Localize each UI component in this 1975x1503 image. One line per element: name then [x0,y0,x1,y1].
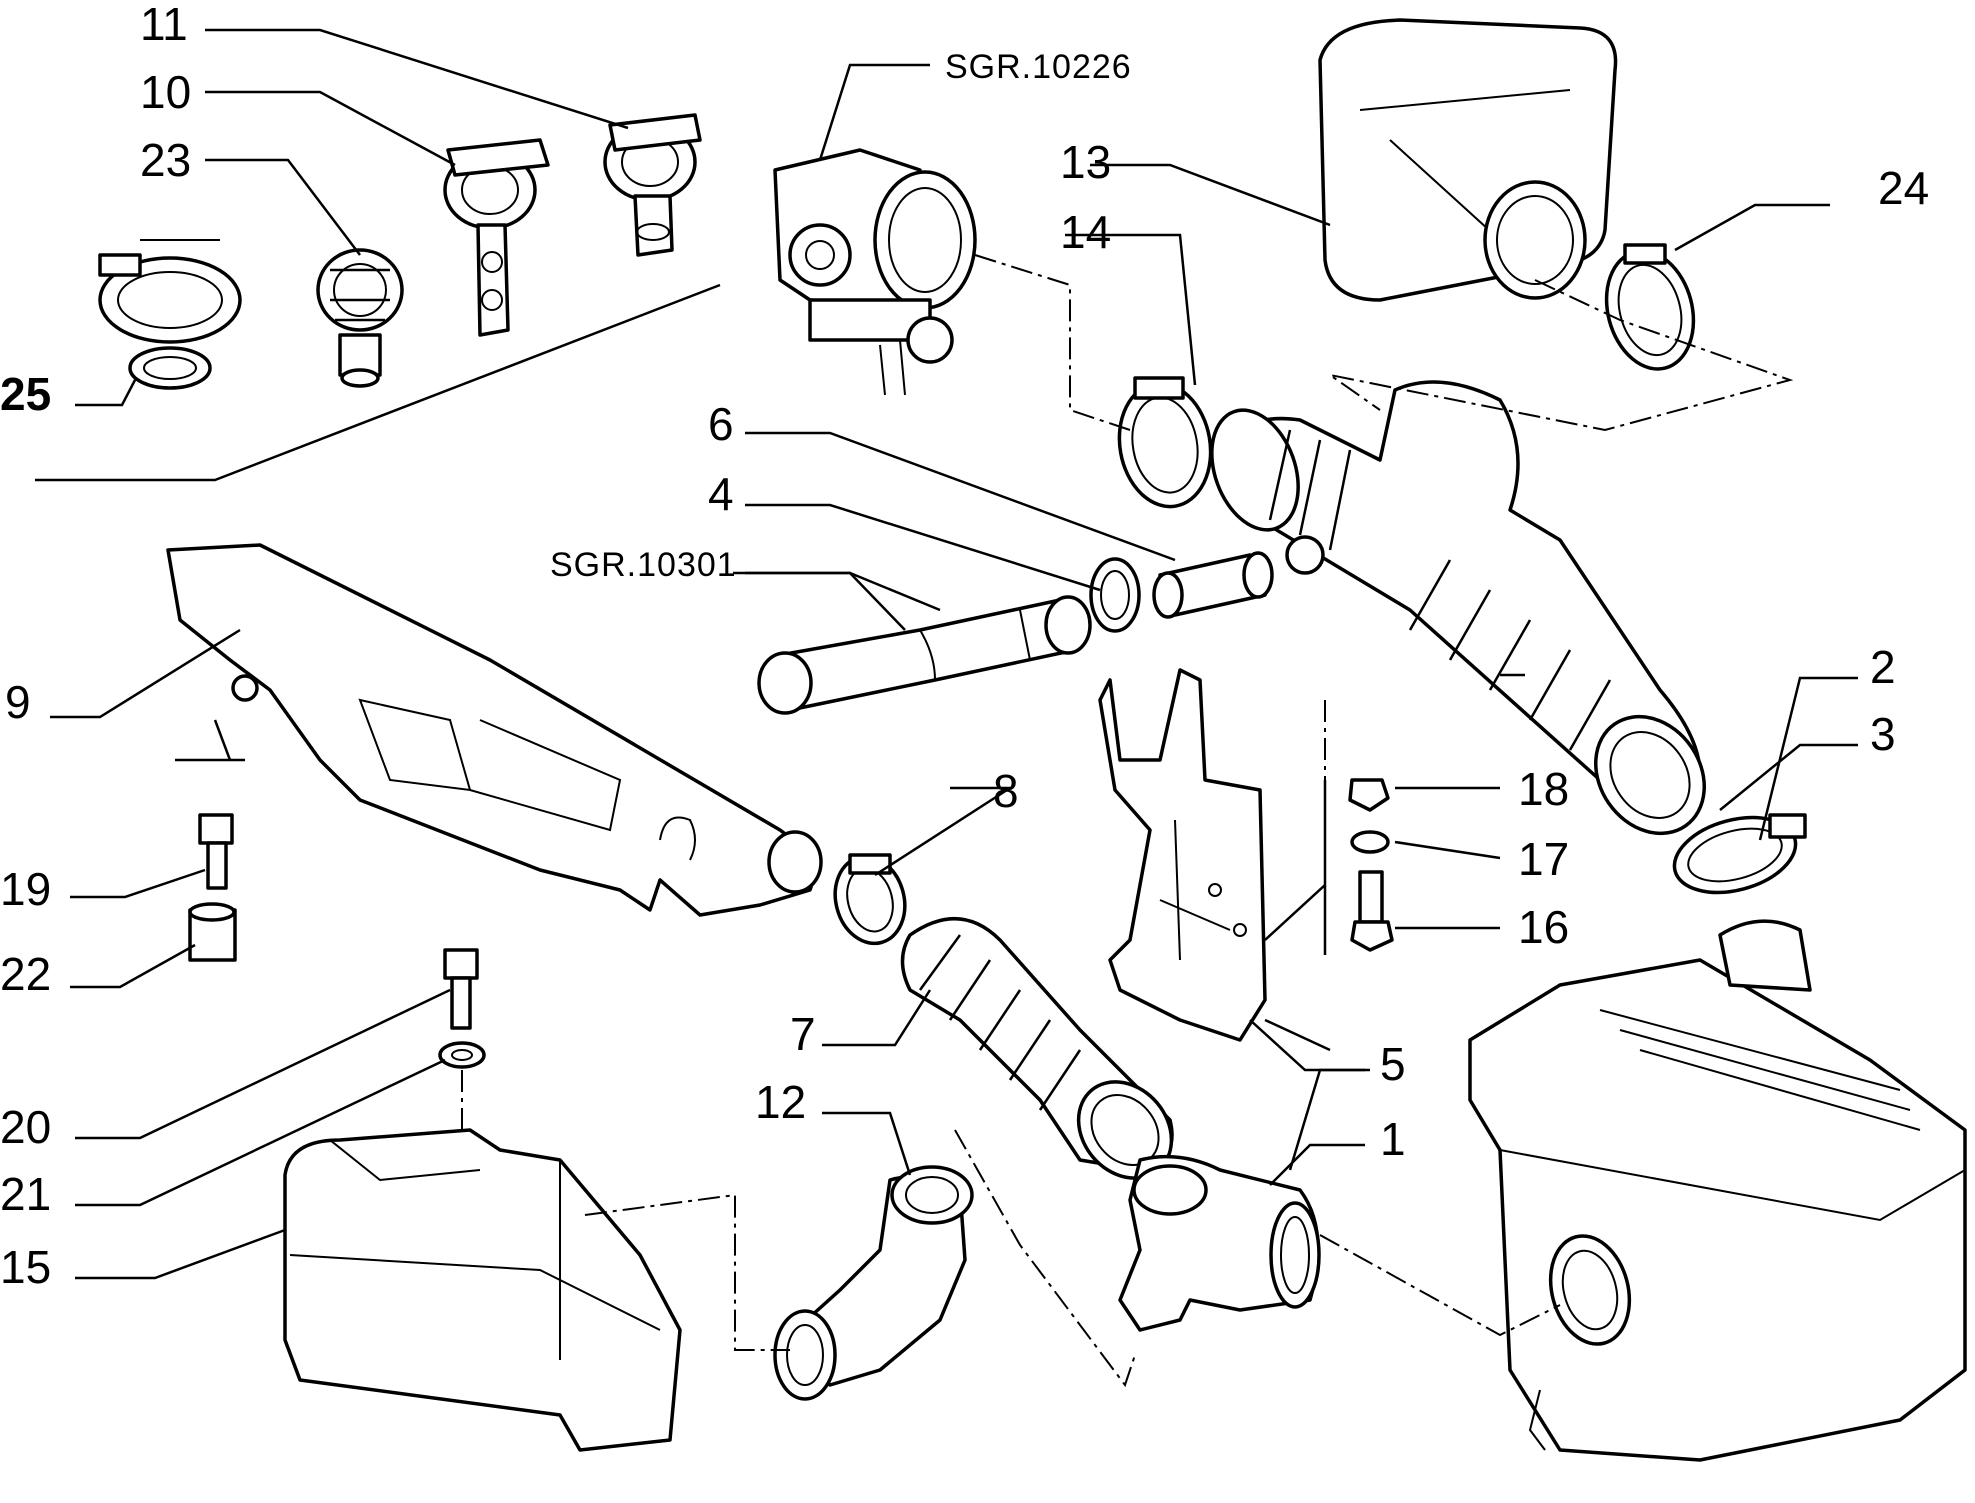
callout-15: 15 [0,1241,51,1293]
callout-18: 18 [1518,763,1569,815]
callout-10: 10 [140,66,191,118]
callout-24: 24 [1878,162,1929,214]
callout-12: 12 [755,1076,806,1128]
part-10-bracket [443,138,550,337]
callout-14: 14 [1060,206,1111,258]
part-16-17-18-fasteners [1348,778,1394,952]
callout-8: 8 [993,765,1019,817]
callout-13: 13 [1060,136,1111,188]
part-2-intake-duct [1210,380,1706,836]
callout-17: 17 [1518,833,1569,885]
part-23-clamp [316,248,404,388]
callout-2: 2 [1870,641,1896,693]
part-12-elbow-hose [773,1165,974,1401]
callout-5: 5 [1380,1038,1406,1090]
part-22-spacer [188,902,237,962]
callout-19: 19 [0,863,51,915]
part-15-resonator [283,1128,682,1452]
part-pipe-assembly [757,595,1092,715]
part-6-connector [1152,551,1274,619]
assembly-center-lines [461,254,1794,1388]
part-4-clamp [1089,557,1141,633]
part-8-clamp [833,853,907,946]
callout-11: 11 [140,0,188,50]
air-filter-housing [1468,919,1967,1462]
callout-1: 1 [1380,1113,1406,1165]
part-19-bolt [198,813,234,890]
callout-21: 21 [0,1168,51,1220]
part-21-washer [438,1041,486,1069]
callout-9: 9 [5,676,31,728]
callouts: 11 10 23 25 13 14 24 6 4 9 2 3 8 18 17 1… [0,0,1929,1293]
callout-4: 4 [708,468,734,520]
part-13-airbox-cover [1318,18,1618,302]
part-14-clamp [1117,376,1213,509]
callout-22: 22 [0,948,51,1000]
reference-throttle-body: SGR.10226 [945,48,1132,86]
callout-7: 7 [790,1008,816,1060]
callout-6: 6 [708,398,734,450]
part-3-clamp [1672,813,1807,895]
leader-lines [35,28,1858,1280]
part-1-elbow [1118,1154,1321,1332]
part-25-clamp [98,239,242,390]
throttle-body [773,148,977,396]
callout-25: 25 [0,368,51,420]
part-9-heat-shield [166,543,823,917]
callout-16: 16 [1518,901,1569,953]
reference-pipe-assembly: SGR.10301 [550,546,737,584]
callout-3: 3 [1870,708,1896,760]
part-20-bolt [443,948,479,1030]
callout-23: 23 [140,134,191,186]
part-7-hose [900,916,1174,1180]
part-5-bracket [1098,668,1267,1042]
part-24-clamp [1604,243,1696,371]
part-11-bracket [603,113,702,257]
callout-20: 20 [0,1101,51,1153]
